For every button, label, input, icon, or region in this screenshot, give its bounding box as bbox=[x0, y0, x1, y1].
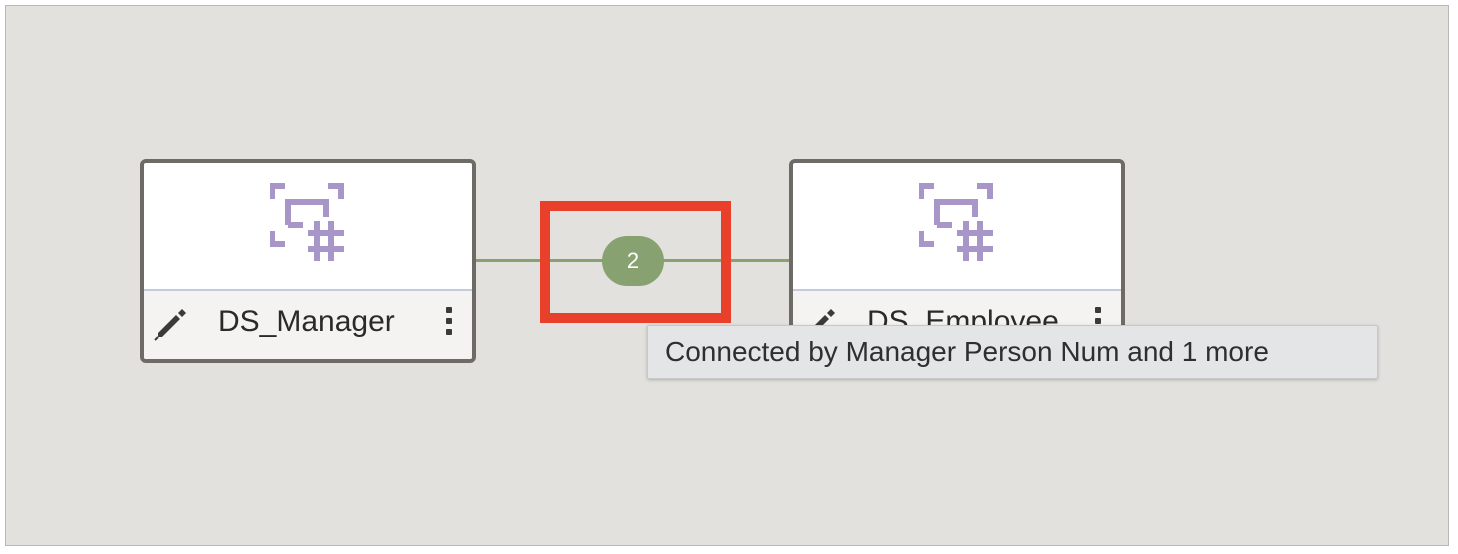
dataset-hash-icon bbox=[919, 183, 993, 261]
node-footer: DS_Manager bbox=[144, 289, 472, 359]
join-tooltip: Connected by Manager Person Num and 1 mo… bbox=[647, 325, 1378, 379]
join-line-left bbox=[476, 259, 626, 262]
join-line-right bbox=[656, 259, 791, 262]
dataset-node-manager[interactable]: DS_Manager bbox=[140, 159, 476, 363]
dataset-hash-icon bbox=[270, 183, 344, 261]
diagram-canvas[interactable]: DS_Manager bbox=[5, 5, 1449, 546]
more-options-icon[interactable] bbox=[444, 307, 454, 339]
join-count-badge[interactable]: 2 bbox=[602, 236, 664, 286]
pencil-icon[interactable] bbox=[154, 305, 190, 341]
node-title: DS_Manager bbox=[218, 305, 395, 338]
